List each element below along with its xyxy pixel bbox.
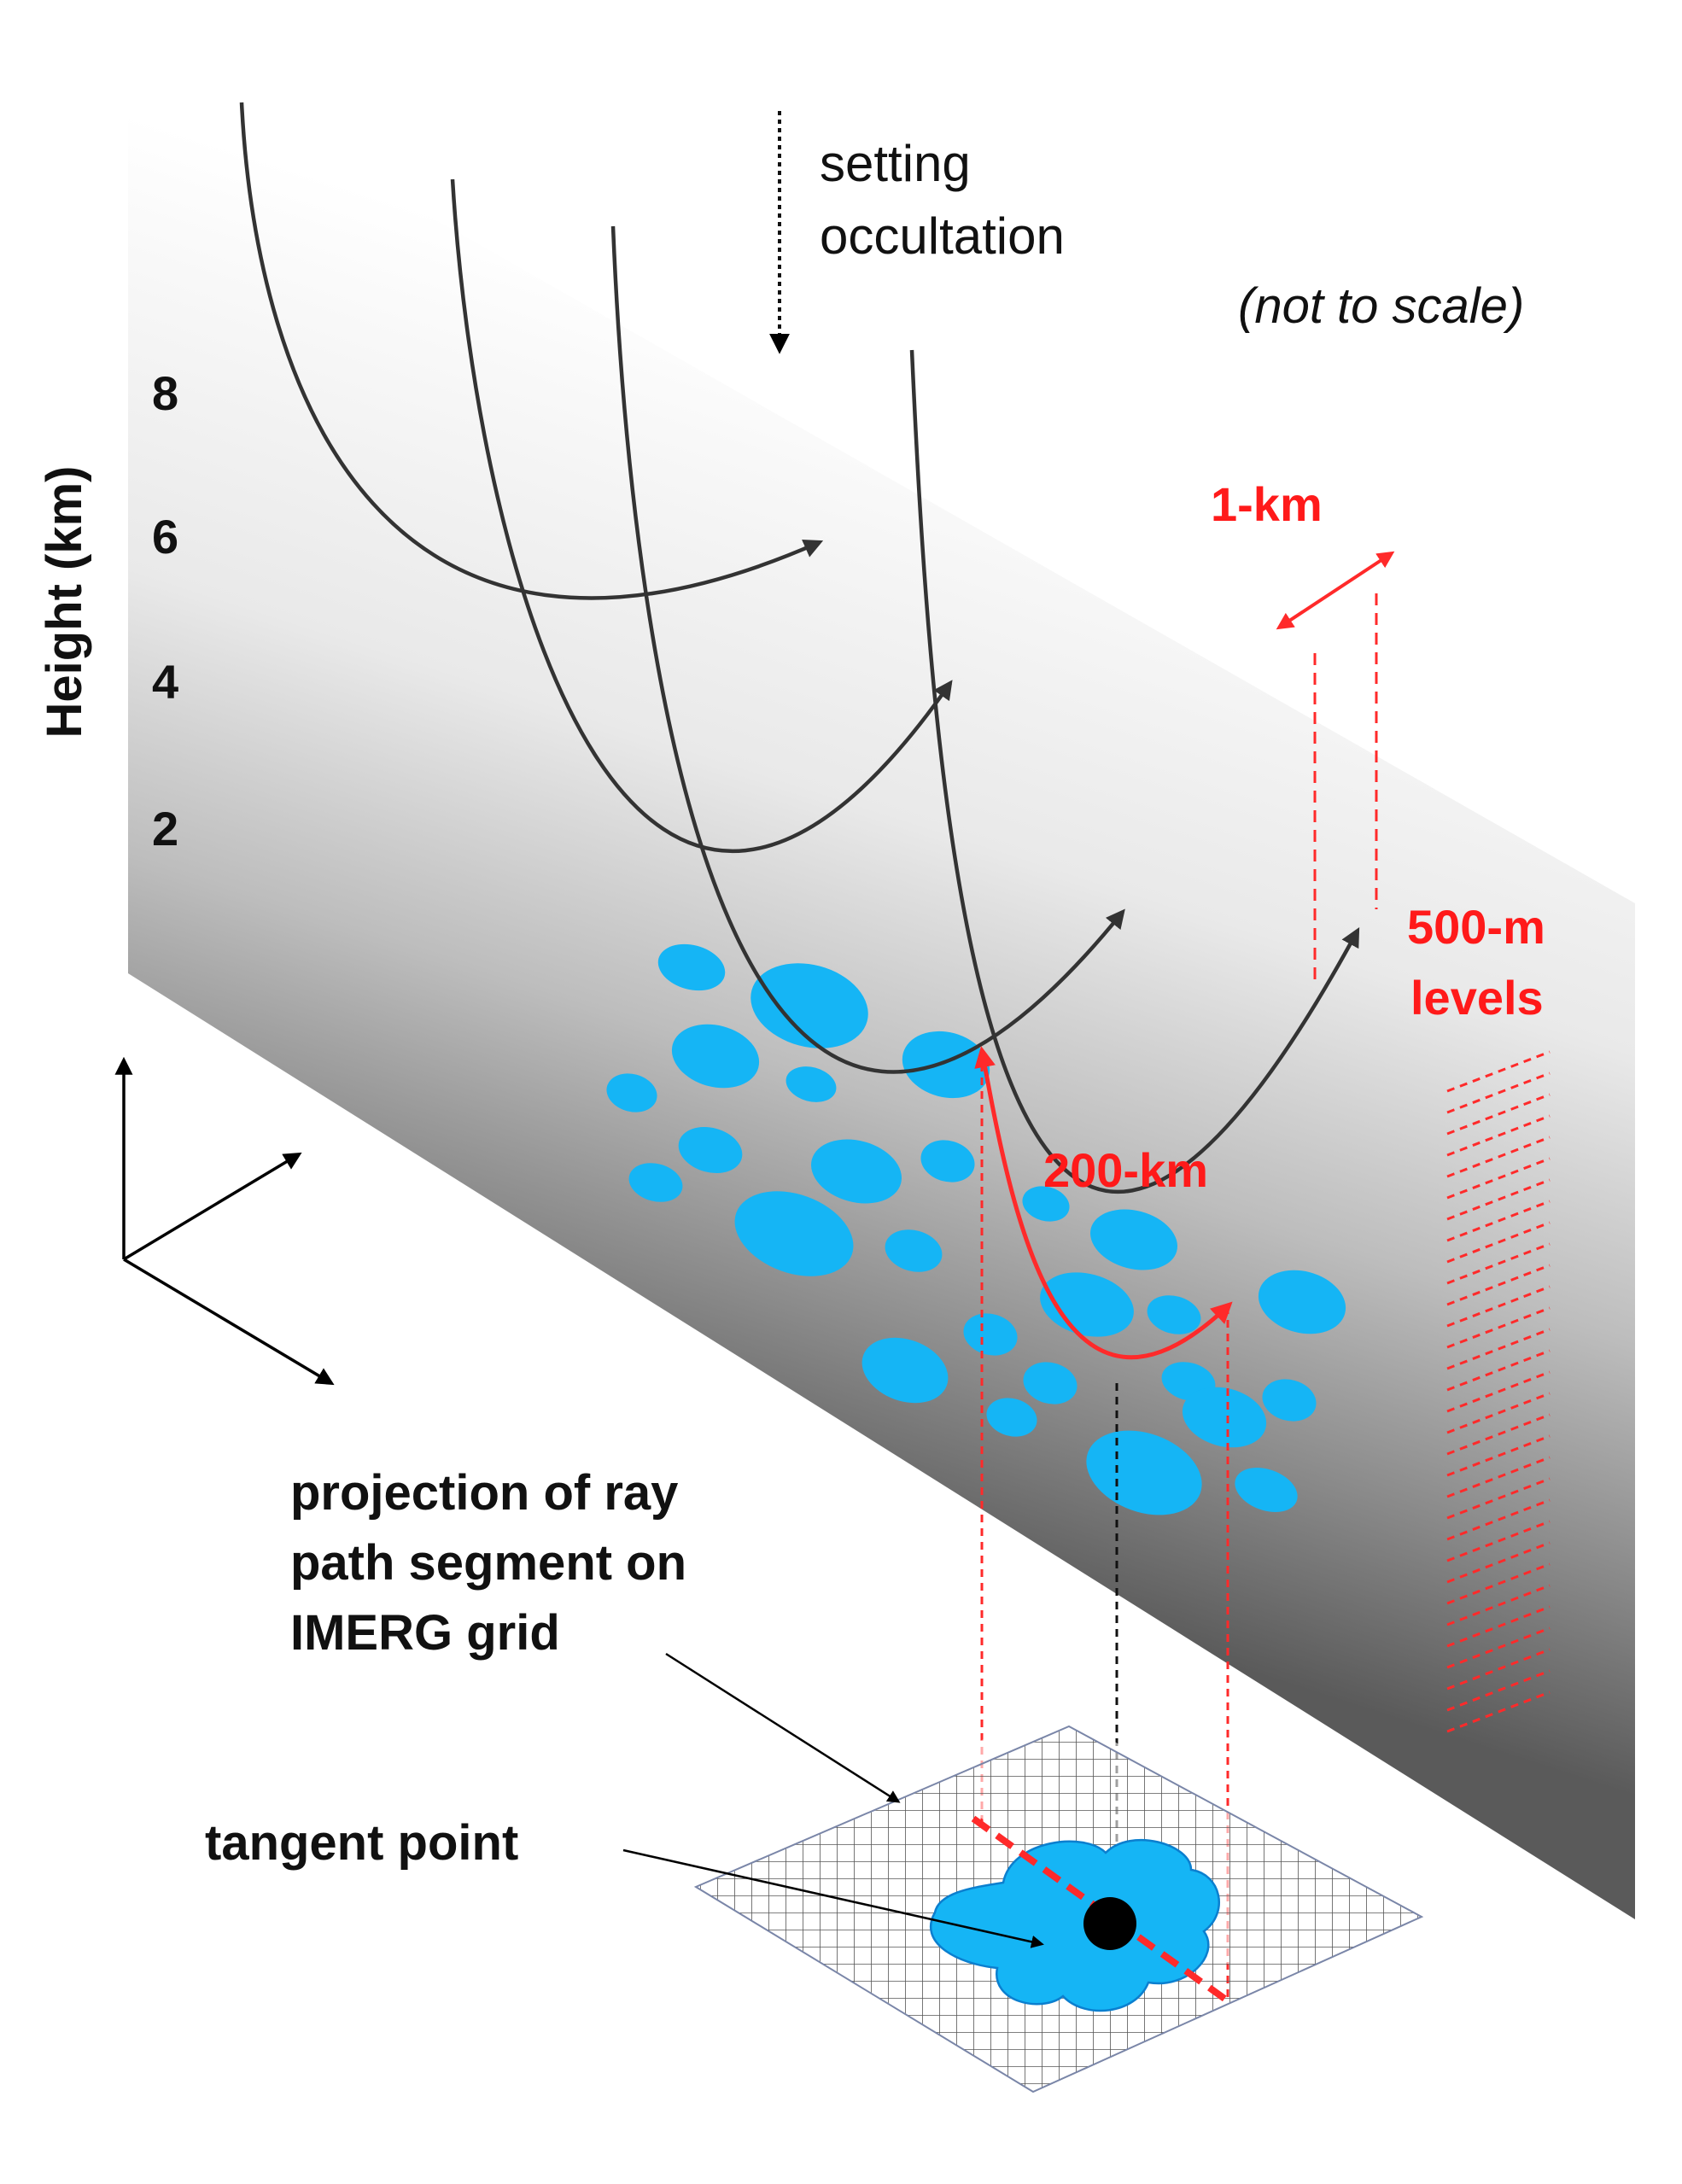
- one-km-arrow: [1276, 551, 1395, 630]
- level-lines: [1446, 1050, 1551, 1733]
- tangent-point-marker: [1083, 1897, 1136, 1950]
- levels-label-line1: 500-m: [1407, 900, 1545, 954]
- callout-arrows: [622, 1652, 1044, 1948]
- not-to-scale-note: (not to scale): [1238, 278, 1524, 334]
- height-tick-2: 2: [152, 802, 178, 855]
- tangent-callout-arrow: [622, 1848, 1044, 1948]
- ray-path-2: [450, 178, 953, 853]
- projection-label-line3: IMERG grid: [290, 1605, 560, 1661]
- y-axis-title: Height (km): [37, 466, 92, 739]
- atmosphere-slab: [128, 44, 1635, 1919]
- ray-segment-200km: [974, 1046, 1233, 1360]
- height-tick-4: 4: [152, 655, 178, 709]
- height-tick-8: 8: [152, 366, 178, 420]
- projection-label-line2: path segment on: [290, 1535, 686, 1591]
- one-km-marker: [1276, 551, 1395, 982]
- occultation-label: occultation: [820, 207, 1065, 265]
- levels-label-line2: levels: [1410, 971, 1544, 1025]
- height-tick-6: 6: [152, 510, 178, 564]
- projection-callout-arrow: [665, 1652, 901, 1803]
- setting-label: setting: [820, 135, 971, 192]
- ray-path-3: [610, 225, 1125, 1074]
- 3d-axes-icon: [114, 1056, 335, 1386]
- segment-length-label: 200-km: [1043, 1143, 1208, 1197]
- tangent-point-label: tangent point: [205, 1815, 518, 1871]
- projection-label-line1: projection of ray: [290, 1465, 678, 1521]
- cloud-projection: [929, 1839, 1220, 2012]
- one-km-label: 1-km: [1211, 477, 1323, 531]
